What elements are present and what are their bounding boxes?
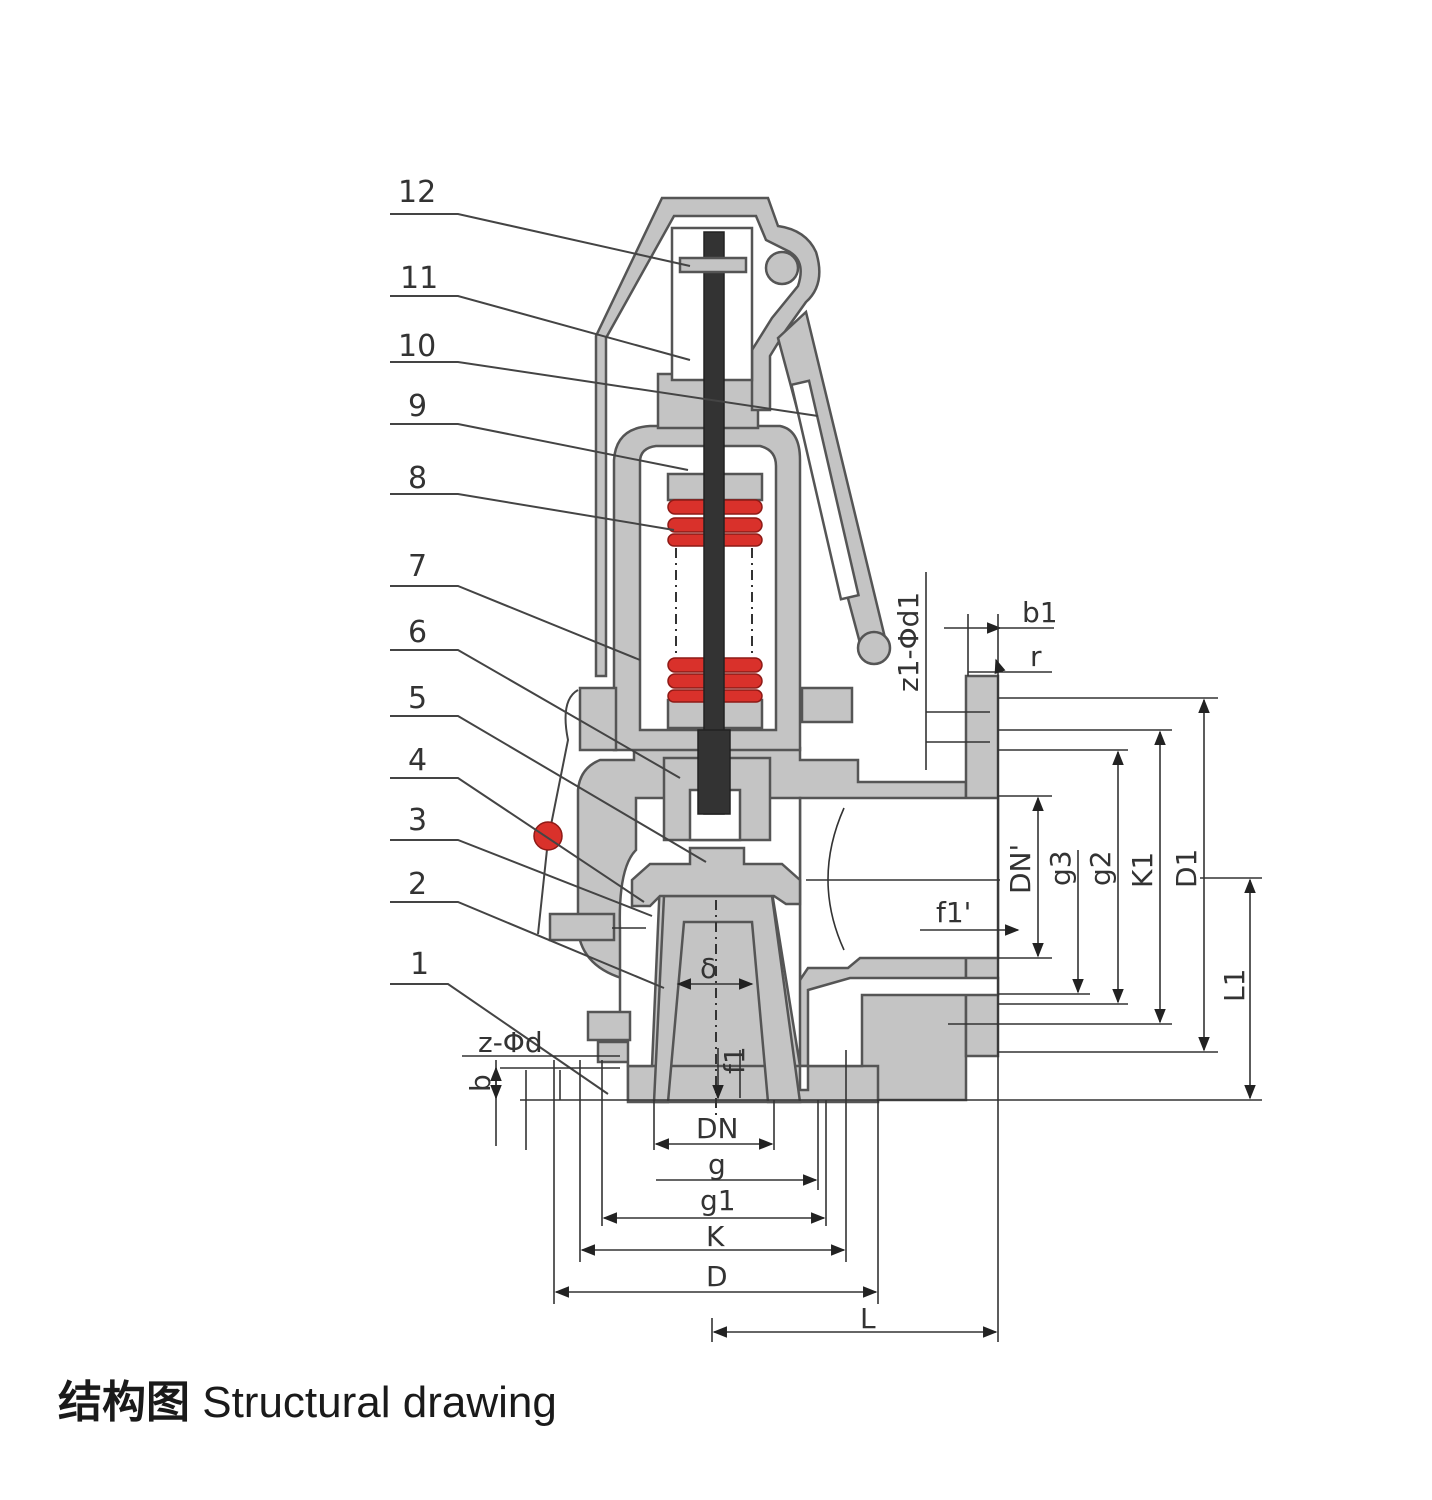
dimension-lines bbox=[462, 572, 1262, 1342]
part-label-9: 9 bbox=[408, 389, 427, 424]
center-lines bbox=[715, 807, 1000, 1120]
part-label-12: 12 bbox=[398, 175, 436, 210]
part-label-10: 10 bbox=[398, 329, 436, 364]
dim-dn: DN bbox=[696, 1112, 739, 1145]
part-label-1: 1 bbox=[410, 947, 429, 982]
dim-g2: g2 bbox=[1084, 850, 1117, 886]
valve-body bbox=[576, 196, 1000, 1104]
dimension-labels: z-Φd b f1 δ DN g g1 K D L DN' g3 g2 K1 D… bbox=[464, 592, 1251, 1335]
dim-l: L bbox=[860, 1302, 876, 1335]
dim-delta: δ bbox=[700, 952, 717, 985]
dim-k: K bbox=[706, 1220, 725, 1253]
part-label-4: 4 bbox=[408, 743, 427, 778]
part-label-8: 8 bbox=[408, 461, 427, 496]
part-number-labels: 12 11 10 9 8 7 6 5 4 3 2 1 bbox=[398, 175, 438, 982]
dim-z1-phi-d1: z1-Φd1 bbox=[892, 592, 925, 692]
dim-k1: K1 bbox=[1126, 852, 1159, 888]
dim-d: D bbox=[706, 1260, 728, 1293]
dim-g3: g3 bbox=[1044, 850, 1077, 886]
lead-seal bbox=[533, 689, 646, 1042]
dim-l1: L1 bbox=[1218, 969, 1251, 1002]
dim-z-phi-d: z-Φd bbox=[478, 1026, 543, 1059]
dim-f1-bottom: f1 bbox=[718, 1046, 751, 1074]
dim-f1-side: f1' bbox=[936, 896, 971, 929]
part-label-5: 5 bbox=[408, 681, 427, 716]
part-label-2: 2 bbox=[408, 867, 427, 902]
valve-stem bbox=[678, 231, 748, 815]
dim-b1: b1 bbox=[1022, 596, 1058, 629]
dim-g1: g1 bbox=[700, 1184, 736, 1217]
dim-d1: D1 bbox=[1170, 849, 1203, 888]
part-label-6: 6 bbox=[408, 615, 427, 650]
dim-b: b bbox=[464, 1074, 497, 1092]
caption-chinese: 结构图 bbox=[58, 1378, 190, 1427]
dim-g: g bbox=[708, 1148, 726, 1181]
spring bbox=[667, 499, 763, 703]
part-leaders bbox=[390, 213, 819, 1095]
dim-dn-outlet: DN' bbox=[1004, 844, 1037, 894]
dim-r: r bbox=[1030, 640, 1042, 673]
part-label-7: 7 bbox=[408, 549, 427, 584]
part-label-3: 3 bbox=[408, 803, 427, 838]
drawing-caption: 结构图 Structural drawing bbox=[58, 1366, 557, 1430]
caption-english: Structural drawing bbox=[202, 1378, 557, 1427]
part-label-11: 11 bbox=[400, 261, 438, 296]
